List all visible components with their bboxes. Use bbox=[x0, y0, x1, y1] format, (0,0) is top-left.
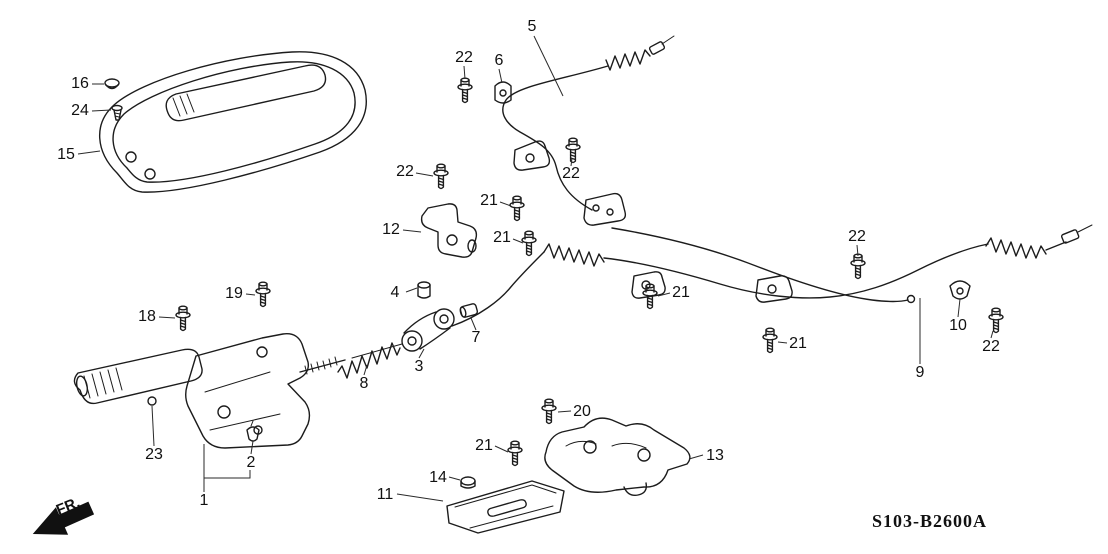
release-button-drawing bbox=[147, 396, 157, 406]
cable5-drawing bbox=[502, 35, 675, 226]
callout-7-16: 7 bbox=[471, 329, 481, 346]
callout-18-14: 18 bbox=[138, 308, 156, 325]
callout-21-15: 21 bbox=[672, 284, 690, 301]
callout-22-18: 22 bbox=[982, 338, 1000, 355]
bolt-21-a bbox=[509, 195, 525, 222]
roller-drawing bbox=[459, 303, 479, 318]
bolt-21-b bbox=[521, 230, 537, 257]
bolt-22-e bbox=[988, 307, 1004, 334]
bolt-21-d bbox=[762, 327, 778, 354]
callout-3-20: 3 bbox=[414, 358, 424, 375]
callout-22-3: 22 bbox=[455, 49, 473, 66]
screw-drawing bbox=[111, 104, 123, 121]
cap-drawing bbox=[104, 78, 120, 90]
bolt-21-e bbox=[507, 440, 523, 467]
callout-12-9: 12 bbox=[382, 221, 400, 238]
callout-21-8: 21 bbox=[480, 192, 498, 209]
callout-22-6: 22 bbox=[396, 163, 414, 180]
console-cover-drawing bbox=[99, 51, 367, 193]
spring-drawing bbox=[337, 342, 403, 379]
callout-21-10: 21 bbox=[493, 229, 511, 246]
callout-10-17: 10 bbox=[949, 317, 967, 334]
callout-5-5: 5 bbox=[527, 18, 537, 35]
callout-16-0: 16 bbox=[71, 75, 89, 92]
bolt-22-c bbox=[565, 137, 581, 164]
clamp10-drawing bbox=[949, 280, 971, 300]
callout-6-4: 6 bbox=[494, 52, 504, 69]
callout-21-26: 21 bbox=[475, 437, 493, 454]
callout-15-2: 15 bbox=[57, 146, 75, 163]
callout-1-30: 1 bbox=[199, 492, 209, 509]
bolt-19 bbox=[255, 281, 271, 308]
fr-arrow-icon bbox=[32, 501, 95, 535]
bolt-20 bbox=[541, 398, 557, 425]
bolt-22-a bbox=[457, 77, 473, 104]
callout-11-29: 11 bbox=[376, 486, 394, 503]
callout-22-11: 22 bbox=[848, 228, 866, 245]
callout-4-13: 4 bbox=[390, 284, 400, 301]
bolt-22-b bbox=[433, 163, 449, 190]
leader-lines bbox=[77, 35, 994, 502]
brake-lever-drawing bbox=[73, 333, 346, 449]
clip2-drawing bbox=[246, 420, 260, 442]
bracket12-drawing bbox=[420, 203, 478, 258]
callout-14-28: 14 bbox=[429, 469, 447, 486]
callout-8-19: 8 bbox=[359, 375, 369, 392]
bracket13-drawing bbox=[544, 417, 691, 497]
callout-2-24: 2 bbox=[246, 454, 256, 471]
pin-drawing bbox=[417, 281, 431, 299]
callout-22-7: 22 bbox=[562, 165, 580, 182]
plate11-drawing bbox=[446, 480, 565, 534]
cable9-drawing bbox=[451, 224, 1093, 327]
callout-9-22: 9 bbox=[915, 364, 925, 381]
callout-20-25: 20 bbox=[573, 403, 591, 420]
clamp6-drawing bbox=[494, 81, 512, 104]
diagram-code: S103-B2600A bbox=[872, 511, 988, 531]
bolt-22-d bbox=[850, 253, 866, 280]
bolt-18 bbox=[175, 305, 191, 332]
callout-21-21: 21 bbox=[789, 335, 807, 352]
callout-19-12: 19 bbox=[225, 285, 243, 302]
callout-13-27: 13 bbox=[706, 447, 724, 464]
clip14-drawing bbox=[460, 476, 476, 489]
equalizer-drawing bbox=[401, 308, 455, 352]
callout-24-1: 24 bbox=[71, 102, 89, 119]
callout-23-23: 23 bbox=[145, 446, 163, 463]
